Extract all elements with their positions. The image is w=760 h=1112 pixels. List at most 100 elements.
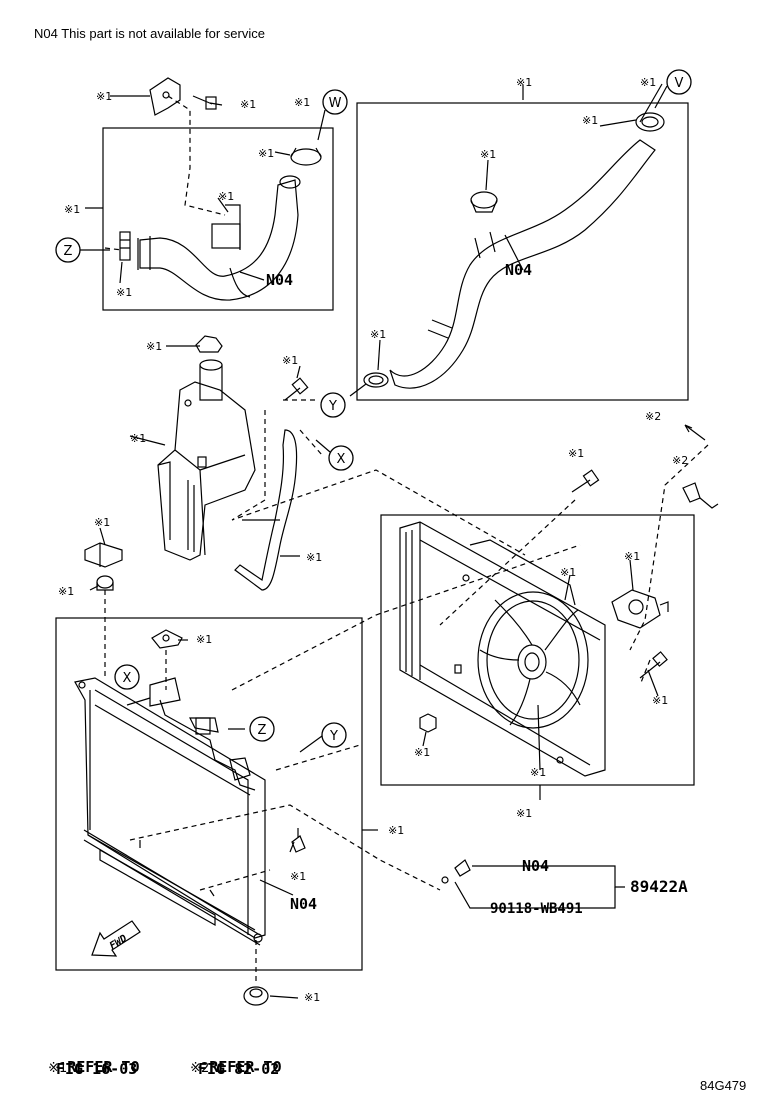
fan-motor [611, 589, 669, 629]
reservoir-tank [157, 359, 256, 561]
figure-id: 84G479 [700, 1078, 747, 1093]
upper-left-drain-plug [119, 231, 131, 261]
ref-mark: ※1 [640, 76, 656, 89]
circle-x-top [328, 445, 354, 471]
circle-y-top [320, 392, 346, 418]
letter-z-bottom: Z [258, 723, 267, 738]
ref-mark: ※1 [64, 203, 80, 216]
ref-mark: ※1 [196, 633, 212, 646]
assembly-part-number: 89422A [630, 877, 688, 896]
drain-cock [291, 828, 306, 853]
ref-mark-2: ※2 [645, 410, 661, 423]
callout-leaders [80, 83, 668, 999]
ref-mark-2: ※2 [672, 454, 688, 467]
ref-mark: ※1 [130, 432, 146, 445]
circle-v [666, 69, 692, 95]
fan-bolt [571, 469, 600, 493]
reservoir-bolt [284, 377, 309, 401]
ref-mark: ※1 [582, 114, 598, 127]
ref-mark: ※1 [480, 148, 496, 161]
upper-right-hose-box [356, 102, 689, 401]
ref-mark: ※1 [116, 286, 132, 299]
ref2-arrow [684, 424, 706, 441]
ref-mark: ※1 [240, 98, 256, 111]
n04-label-upper-left: N04 [266, 271, 293, 289]
upper-left-bracket [149, 77, 181, 116]
upper-left-bolt [192, 95, 217, 110]
n04-label-upper-right: N04 [505, 261, 532, 279]
radiator [74, 677, 266, 946]
circle-y-bottom [321, 722, 347, 748]
radiator-box [55, 617, 363, 971]
legend-ref1-fig: FIG 16-03 [56, 1060, 138, 1078]
letter-x-bottom: X [123, 671, 132, 686]
reservoir-cap [195, 335, 223, 353]
legend-ref1-mark: ※1 [48, 1061, 68, 1076]
ref-mark: ※1 [624, 550, 640, 563]
letter-y-top: Y [328, 399, 337, 414]
circle-w [322, 89, 348, 115]
upper-left-hose-box [102, 127, 334, 311]
ref-mark: ※1 [516, 807, 532, 820]
legend-ref2-fig: FIG 82-02 [198, 1060, 280, 1078]
filler-gasket [151, 629, 183, 649]
ref-mark: ※1 [516, 76, 532, 89]
lower-mount-cushion [243, 986, 269, 1006]
ref-mark: ※1 [258, 147, 274, 160]
ref-mark: ※1 [290, 870, 306, 883]
ref-mark: ※1 [304, 991, 320, 1004]
service-note: N04 This part is not available for servi… [34, 26, 265, 41]
fan-nut [419, 713, 437, 733]
ref-mark: ※1 [652, 694, 668, 707]
n04-label-radiator: N04 [290, 895, 317, 913]
bolt-part-number: 90118-WB491 [490, 901, 583, 917]
upper-left-hose [137, 175, 301, 301]
upper-right-clamp-mid [470, 191, 498, 213]
upper-right-hose [389, 139, 656, 389]
ref-mark: ※1 [306, 551, 322, 564]
fwd-arrow [91, 920, 141, 957]
ref-mark: ※1 [58, 585, 74, 598]
fan-shroud [399, 521, 606, 777]
upper-right-clamp-low [363, 372, 389, 388]
letter-x-top: X [337, 452, 346, 467]
letter-y-bottom: Y [329, 729, 338, 744]
n04-label-sensor: N04 [522, 857, 549, 875]
upper-right-clamp-top [635, 112, 665, 132]
connector-clip [682, 482, 719, 509]
fan-shroud-box [380, 514, 695, 786]
circle-x-bottom [114, 664, 140, 690]
ref-mark: ※1 [560, 566, 576, 579]
upper-left-clip [211, 204, 241, 250]
ref-mark: ※1 [388, 824, 404, 837]
letter-v: V [675, 76, 684, 91]
dashed-leaders [104, 95, 709, 985]
legend-ref1: ※1REFER TO [30, 1040, 139, 1076]
circle-z-top [55, 237, 81, 263]
legend-ref1-text: REFER TO [67, 1058, 140, 1076]
temperature-sensor [441, 859, 471, 884]
circle-z-bottom [249, 716, 275, 742]
upper-mount-cushion [96, 575, 114, 591]
legend-ref2-text: REFER TO [209, 1058, 282, 1076]
cooling-fan [477, 591, 589, 729]
ref-mark: ※1 [282, 354, 298, 367]
upper-mount-clip [84, 542, 123, 568]
letter-w: W [329, 96, 342, 111]
letter-z-top: Z [64, 244, 73, 259]
legend-ref2: ※2REFER TO [172, 1040, 281, 1076]
legend-ref2-mark: ※2 [190, 1061, 210, 1076]
ref-mark: ※1 [146, 340, 162, 353]
ref-mark: ※1 [294, 96, 310, 109]
ref-mark: ※1 [530, 766, 546, 779]
ref-mark: ※1 [218, 190, 234, 203]
fan-screw [639, 651, 668, 679]
ref-mark: ※1 [568, 447, 584, 460]
letter-circles [55, 69, 692, 748]
ref-mark: ※1 [370, 328, 386, 341]
upper-left-clamp [290, 147, 322, 166]
ref-mark: ※1 [96, 90, 112, 103]
ref-mark: ※1 [414, 746, 430, 759]
overflow-hose [234, 429, 298, 591]
